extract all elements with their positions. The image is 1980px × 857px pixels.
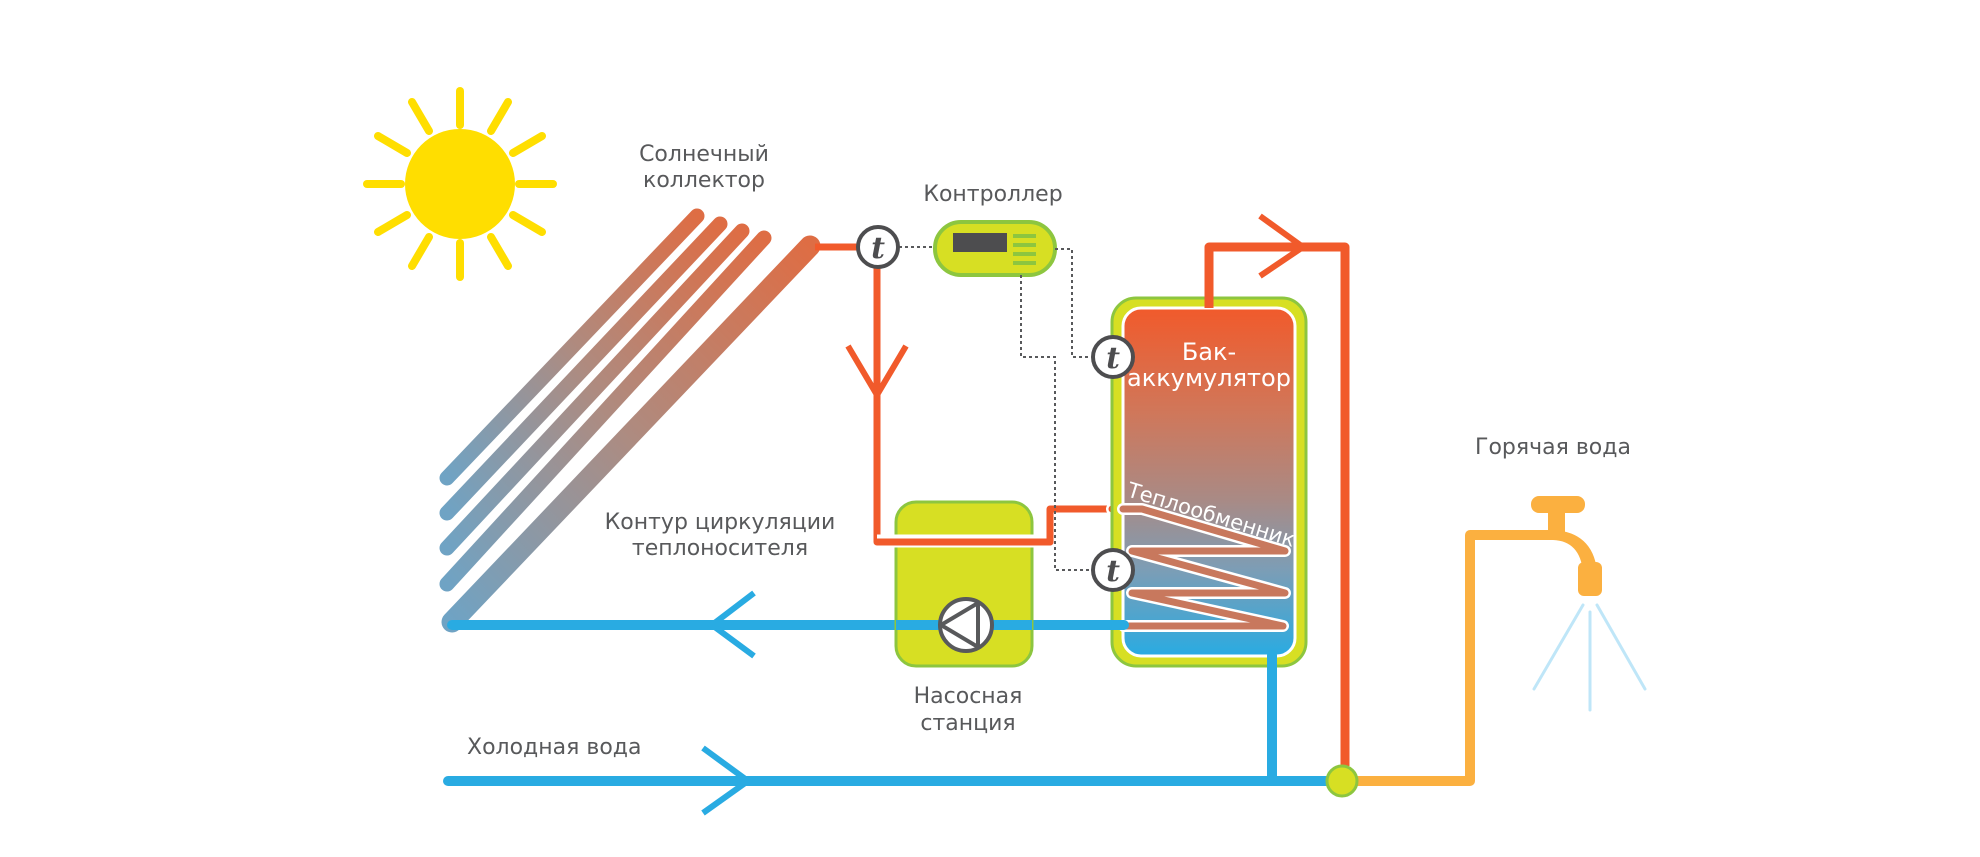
- pump-icon: [938, 597, 994, 653]
- collector-tube: [439, 216, 728, 521]
- pump-station: [877, 500, 1054, 668]
- sensor-symbol: t: [1106, 554, 1120, 589]
- collector-label-line2: коллектор: [643, 168, 765, 193]
- storage-tank: Бак- аккумулятор Теплообменник: [1110, 296, 1308, 668]
- water-spray-icon: [1532, 603, 1647, 712]
- cold-water-label: Холодная вода: [467, 735, 641, 760]
- tank-label-line2: аккумулятор: [1127, 364, 1291, 392]
- heat-exchanger-coil-inner: [1117, 503, 1291, 632]
- sun-icon: [363, 87, 557, 281]
- collector-tube: [441, 235, 821, 633]
- hot-supply-pipe: [815, 243, 1112, 546]
- controller-label: Контроллер: [923, 182, 1062, 207]
- pump-station-label-line2: станция: [920, 711, 1015, 736]
- collector-tube: [439, 223, 750, 556]
- flow-arrow-left-icon: [706, 590, 756, 659]
- collector-tube: [439, 208, 705, 486]
- collector-tube: [439, 230, 772, 592]
- hot-water-pipe: [1355, 530, 1545, 786]
- hot-outlet-pipe: [1204, 242, 1350, 766]
- flow-arrow-right-icon: [701, 745, 754, 816]
- hot-water-label: Горячая вода: [1475, 435, 1631, 460]
- circulation-label-line2: теплоносителя: [632, 536, 808, 561]
- solar-collector: [439, 208, 821, 633]
- circulation-label-line1: Контур циркуляции: [605, 510, 836, 535]
- mixing-junction: [1325, 764, 1359, 798]
- flow-arrow-right-icon: [1258, 213, 1309, 279]
- sensor-symbol: t: [871, 231, 885, 266]
- cold-water-pipe: [443, 650, 1335, 786]
- faucet-icon: [1531, 496, 1602, 596]
- sensor-symbol: t: [1106, 341, 1120, 376]
- temperature-sensor-collector: t: [856, 225, 900, 269]
- flow-arrow-down-icon: [845, 344, 909, 401]
- pump-station-label-line1: Насосная: [914, 684, 1023, 709]
- controller-icon: [933, 220, 1057, 277]
- collector-label-line1: Солнечный: [639, 142, 769, 167]
- temperature-sensor-tank-bottom: t: [1091, 548, 1135, 592]
- tank-label-line1: Бак-: [1182, 338, 1236, 366]
- temperature-sensor-tank-top: t: [1091, 335, 1135, 379]
- control-wires: [899, 246, 1091, 571]
